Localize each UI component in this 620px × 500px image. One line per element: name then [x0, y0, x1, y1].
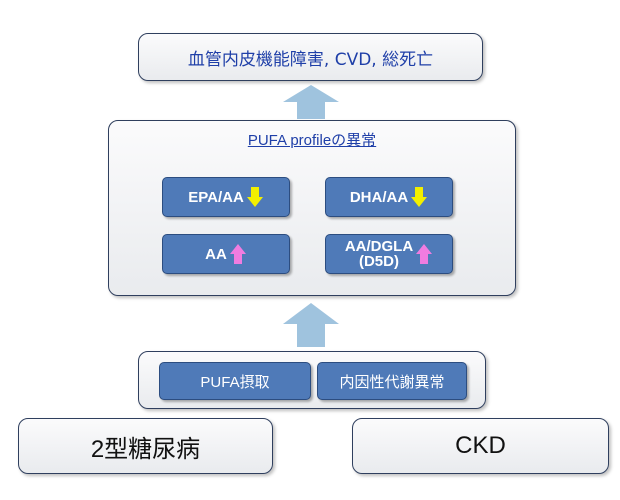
ckd-box: CKD	[352, 418, 609, 474]
metabolic-abnormality-label: 内因性代謝異常	[339, 373, 445, 391]
up-arrow-icon	[229, 244, 246, 264]
outcome-label: 血管内皮機能障害, CVD, 総死亡	[187, 49, 434, 70]
epa-aa-label: EPA/AA	[188, 188, 244, 206]
down-arrow-icon	[246, 187, 263, 207]
dha-aa-label: DHA/AA	[349, 188, 409, 206]
aa-label: AA	[205, 245, 227, 263]
flow-arrow-up-icon	[283, 85, 339, 119]
aa-dgla-chip: AA/DGLA (D5D)	[325, 234, 453, 274]
epa-aa-chip: EPA/AA	[162, 177, 290, 217]
pufa-intake-label: PUFA摂取	[200, 373, 270, 391]
type2-diabetes-label: 2型糖尿病	[90, 435, 201, 463]
up-arrow-icon	[416, 244, 433, 264]
pufa-intake-chip: PUFA摂取	[159, 362, 311, 400]
outcome-box: 血管内皮機能障害, CVD, 総死亡	[138, 33, 483, 81]
aa-dgla-label: AA/DGLA	[344, 238, 414, 255]
factors-box: PUFA摂取 内因性代謝異常	[138, 351, 486, 409]
panel-title: PUFA profileの異常	[247, 132, 377, 149]
aa-dgla-labels: AA/DGLA (D5D)	[345, 239, 413, 269]
pufa-profile-panel: PUFA profileの異常 EPA/AA DHA/AA AA AA/DGLA…	[108, 120, 516, 296]
ckd-label: CKD	[455, 432, 506, 459]
flow-arrow-up-icon	[283, 303, 339, 347]
dha-aa-chip: DHA/AA	[325, 177, 453, 217]
d5d-label: (D5D)	[358, 253, 399, 270]
aa-chip: AA	[162, 234, 290, 274]
type2-diabetes-box: 2型糖尿病	[18, 418, 273, 474]
down-arrow-icon	[411, 187, 428, 207]
metabolic-abnormality-chip: 内因性代謝異常	[317, 362, 467, 400]
